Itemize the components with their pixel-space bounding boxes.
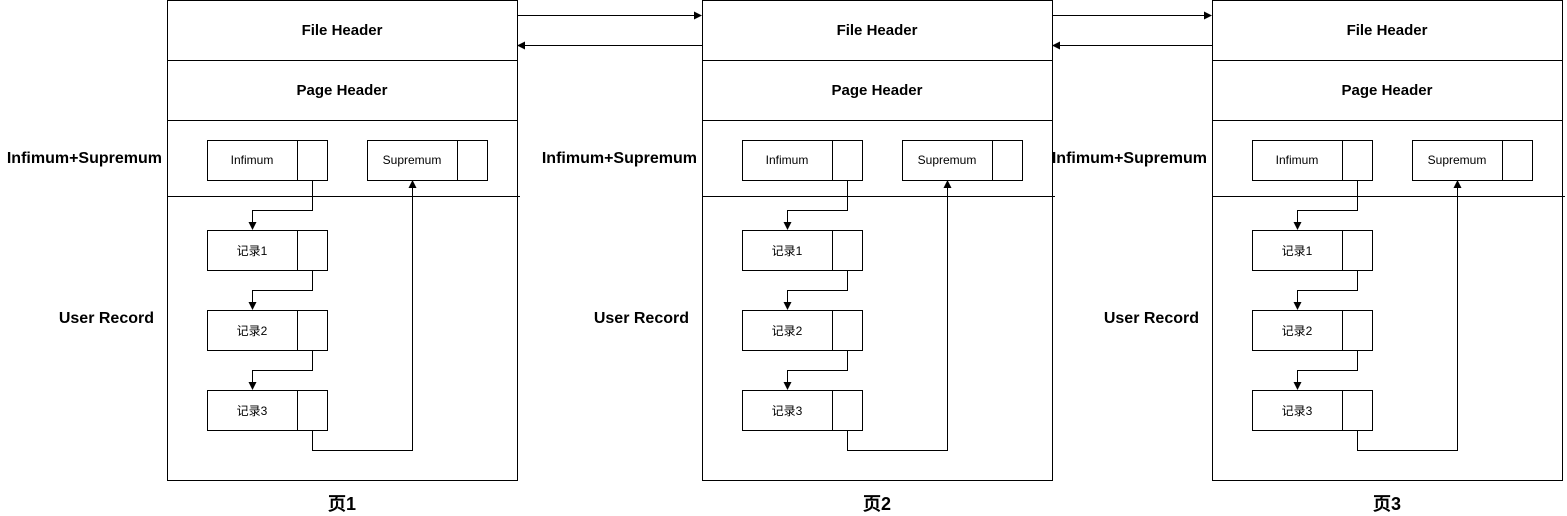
record-box <box>1252 390 1373 431</box>
record-label: 记录3 <box>1281 403 1313 418</box>
infimum-label: Infimum <box>230 153 274 167</box>
record-box <box>207 390 328 431</box>
record-label: 记录2 <box>771 323 803 338</box>
record1-to-record2-arrow <box>783 270 848 310</box>
record-label: 记录2 <box>236 323 268 338</box>
record-box <box>1252 310 1373 351</box>
file-header-label: File Header <box>836 21 918 39</box>
infimum-label: Infimum <box>1275 153 1319 167</box>
infimum-to-record1-arrow <box>783 180 848 230</box>
supremum-label: Supremum <box>382 153 442 167</box>
user-record-label: User Record <box>58 310 154 327</box>
infimum-supremum-label: Infimum+Supremum <box>6 150 162 167</box>
page-header-label: Page Header <box>296 81 388 99</box>
supremum-box <box>1412 140 1533 181</box>
infimum-box <box>742 140 863 181</box>
page-frame <box>702 0 1053 481</box>
record-box <box>742 230 863 271</box>
infimum-supremum-label: Infimum+Supremum <box>541 150 697 167</box>
page-title: 页1 <box>327 494 356 514</box>
record-label: 记录1 <box>771 243 803 258</box>
record-box <box>1252 230 1373 271</box>
page-header-label: Page Header <box>831 81 923 99</box>
record-label: 记录1 <box>236 243 268 258</box>
supremum-label: Supremum <box>1427 153 1487 167</box>
record-box <box>207 230 328 271</box>
supremum-box <box>902 140 1023 181</box>
infimum-box <box>1252 140 1373 181</box>
infimum-supremum-label: Infimum+Supremum <box>1051 150 1207 167</box>
infimum-box <box>207 140 328 181</box>
record-box <box>207 310 328 351</box>
page-frame <box>1212 0 1563 481</box>
record2-to-record3-arrow <box>783 350 848 390</box>
record3-to-supremum-arrow <box>847 180 952 451</box>
page-title: 页2 <box>862 494 891 514</box>
record1-to-record2-arrow <box>248 270 313 310</box>
supremum-box <box>367 140 488 181</box>
record3-to-supremum-arrow <box>312 180 417 451</box>
record3-to-supremum-arrow <box>1357 180 1462 451</box>
file-header-label: File Header <box>301 21 383 39</box>
record-box <box>742 390 863 431</box>
record2-to-record3-arrow <box>248 350 313 390</box>
page-title: 页3 <box>1372 494 1401 514</box>
file-header-label: File Header <box>1346 21 1428 39</box>
infimum-to-record1-arrow <box>248 180 313 230</box>
user-record-label: User Record <box>593 310 689 327</box>
infimum-to-record1-arrow <box>1293 180 1358 230</box>
record-box <box>742 310 863 351</box>
supremum-label: Supremum <box>917 153 977 167</box>
record2-to-record3-arrow <box>1293 350 1358 390</box>
user-record-label: User Record <box>1103 310 1199 327</box>
page-frame <box>167 0 518 481</box>
record-label: 记录1 <box>1281 243 1313 258</box>
infimum-label: Infimum <box>765 153 809 167</box>
record1-to-record2-arrow <box>1293 270 1358 310</box>
record-label: 记录3 <box>771 403 803 418</box>
page-header-label: Page Header <box>1341 81 1433 99</box>
record-label: 记录3 <box>236 403 268 418</box>
record-label: 记录2 <box>1281 323 1313 338</box>
